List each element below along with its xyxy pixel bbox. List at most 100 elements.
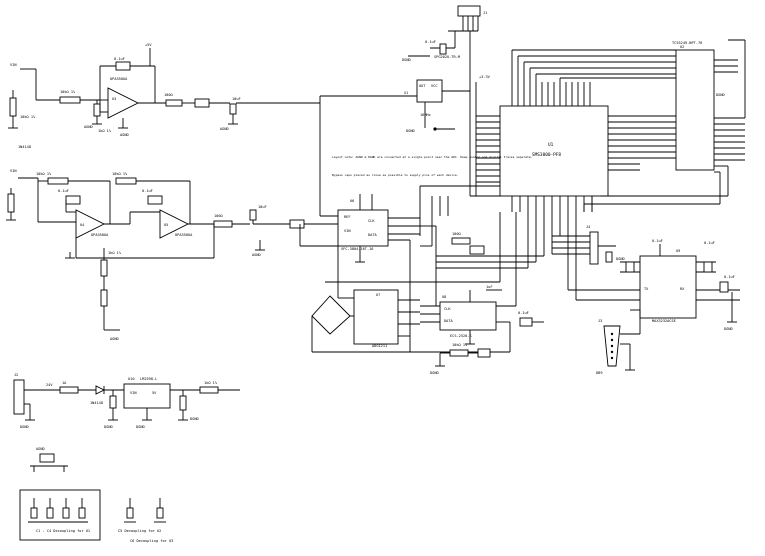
svg-text:AGND: AGND — [252, 253, 261, 257]
svg-text:AGND: AGND — [36, 447, 45, 451]
svg-text:1N4148: 1N4148 — [90, 401, 103, 405]
svg-text:MAX3232ACSE: MAX3232ACSE — [652, 319, 676, 323]
svg-text:0.1uF: 0.1uF — [704, 241, 715, 245]
svg-text:24V: 24V — [46, 383, 53, 387]
svg-text:DGND: DGND — [104, 425, 113, 429]
j4-label: J4 — [586, 225, 590, 229]
top-header-connector: J1 — [448, 5, 487, 32]
mcu-ref: U1 — [548, 142, 554, 148]
oscillator-block: 0.1uF DGND SPG202U-TR-M OUT VCC X1 16MHz… — [402, 31, 470, 133]
svg-text:AGND: AGND — [120, 133, 129, 137]
svg-text:RX: RX — [680, 287, 685, 291]
svg-text:100Ω: 100Ω — [452, 232, 461, 236]
u8-label: U8 — [442, 295, 446, 299]
svg-text:SPG202U-TR-M: SPG202U-TR-M — [434, 55, 461, 59]
svg-text:0.1uF: 0.1uF — [114, 57, 125, 61]
svg-text:5V: 5V — [152, 391, 157, 395]
mux-u7: ADG1211 U7 — [311, 246, 510, 353]
svg-text:TX: TX — [644, 287, 649, 291]
svg-text:DGND: DGND — [716, 93, 725, 97]
svg-text:ADG1211: ADG1211 — [372, 344, 387, 348]
svg-text:10kΩ 1%: 10kΩ 1% — [112, 172, 128, 176]
u4-label: U4 — [80, 223, 84, 227]
svg-text:ECS-2520-S: ECS-2520-S — [450, 334, 472, 338]
svg-text:1kΩ 1%: 1kΩ 1% — [204, 381, 218, 385]
u9-label: U9 — [676, 249, 680, 253]
decoupling-caption-right: C6 Decoupling for U3 — [130, 539, 173, 543]
svg-text:1kΩ 1%: 1kΩ 1% — [98, 129, 112, 133]
layout-note-1: Layout note: AGND & DGND are connected a… — [332, 155, 533, 159]
svg-text:VIN: VIN — [344, 229, 351, 233]
svg-text:CLK: CLK — [368, 219, 375, 223]
svg-text:DB9: DB9 — [596, 371, 603, 375]
svg-text:AGND: AGND — [220, 127, 229, 131]
decoupling-box-mid: C5 Decoupling for U2 — [118, 498, 161, 533]
u5-label: U5 — [164, 223, 168, 227]
svg-text:1uF: 1uF — [486, 285, 493, 289]
svg-text:100Ω: 100Ω — [164, 93, 173, 97]
svg-text:DGND: DGND — [402, 58, 411, 62]
flash-u2: TC55249-NPT-76 U2 — [419, 39, 746, 236]
svg-text:+3.3V: +3.3V — [479, 75, 491, 79]
svg-text:REF: REF — [344, 215, 351, 219]
svg-text:DGND: DGND — [724, 327, 733, 331]
svg-text:DGND: DGND — [430, 371, 439, 375]
mcu-part: SMS3000-PF8 — [532, 152, 561, 158]
adc-u6: VFC-3804-16T-16 REF VIN CLK DATA U6 Layo… — [319, 103, 533, 352]
j2-label: J2 — [14, 373, 18, 377]
svg-text:0.1uF: 0.1uF — [142, 189, 153, 193]
svg-text:DATA: DATA — [444, 319, 453, 323]
decoupling-caption-left: C1 - C4 Decoupling for U1 — [36, 529, 90, 533]
svg-text:DATA: DATA — [368, 233, 377, 237]
svg-text:VIN: VIN — [130, 391, 137, 395]
svg-text:CLK: CLK — [444, 307, 451, 311]
svg-text:DGND: DGND — [136, 425, 145, 429]
svg-text:OUT: OUT — [419, 84, 426, 88]
svg-text:0.1uF: 0.1uF — [518, 311, 529, 315]
amp-u4-u5-block: VIN 10kΩ 1% 0.1uF U4 OPA350UA 10kΩ 1% 0.… — [6, 169, 338, 341]
j3-label: J3 — [598, 319, 602, 323]
x1-label: X1 — [404, 91, 408, 95]
svg-text:LM2598-L: LM2598-L — [140, 377, 157, 381]
decoupling-caption-mid: C5 Decoupling for U2 — [118, 529, 161, 533]
interconnect-wires — [299, 196, 501, 283]
mcu-u1: U1 SMS3000-PF8 +3.3V — [469, 31, 640, 212]
svg-text:VIN: VIN — [10, 63, 17, 67]
svg-text:0.1uF: 0.1uF — [652, 239, 663, 243]
svg-text:10kΩ 1%: 10kΩ 1% — [36, 172, 52, 176]
svg-text:1kΩ 1%: 1kΩ 1% — [108, 251, 122, 255]
svg-text:VIN: VIN — [10, 169, 17, 173]
svg-text:1A: 1A — [62, 381, 67, 385]
u7-label: U7 — [376, 293, 380, 297]
decoupling-box-right: C6 Decoupling for U3 — [130, 498, 173, 543]
u3-label: U3 — [112, 97, 116, 101]
svg-text:10uF: 10uF — [232, 97, 241, 101]
svg-text:0.1uF: 0.1uF — [425, 40, 436, 44]
svg-text:TC55249-NPT-76: TC55249-NPT-76 — [672, 41, 702, 45]
layout-note-2: Bypass caps placed as close as possible … — [332, 173, 459, 177]
svg-text:DGND: DGND — [190, 417, 199, 421]
svg-text:OPA350UA: OPA350UA — [91, 233, 109, 237]
svg-text:100Ω: 100Ω — [214, 214, 223, 218]
svg-text:DGND: DGND — [616, 257, 625, 261]
svg-text:AGND: AGND — [84, 125, 93, 129]
uart-block: J4 DGND MAX3232ACSE U9 TX RX 0.1uF 0.1uF… — [551, 212, 740, 375]
svg-text:10kΩ 1%: 10kΩ 1% — [452, 343, 468, 347]
svg-text:OPA350UA: OPA350UA — [175, 233, 193, 237]
svg-text:0.1uF: 0.1uF — [58, 189, 69, 193]
svg-text:AGND: AGND — [110, 337, 119, 341]
power-supply-block: J2 24V 1A 1N4148 U10 LM2598-L VIN 5V 1kΩ… — [13, 373, 240, 472]
svg-text:10uF: 10uF — [258, 205, 267, 209]
svg-text:10kΩ 1%: 10kΩ 1% — [60, 90, 76, 94]
svg-text:10kΩ 1%: 10kΩ 1% — [20, 115, 36, 119]
u10-label: U10 — [128, 377, 135, 381]
svg-text:VFC-3804-16T-16: VFC-3804-16T-16 — [341, 247, 373, 251]
svg-text:1N4148: 1N4148 — [18, 145, 31, 149]
svg-text:OPA350UA: OPA350UA — [110, 77, 128, 81]
svg-text:DGND: DGND — [20, 425, 29, 429]
decoupling-box-left: C1 - C4 Decoupling for U1 — [19, 489, 101, 541]
svg-text:VCC: VCC — [431, 84, 438, 88]
svg-text:0.1uF: 0.1uF — [724, 275, 735, 279]
